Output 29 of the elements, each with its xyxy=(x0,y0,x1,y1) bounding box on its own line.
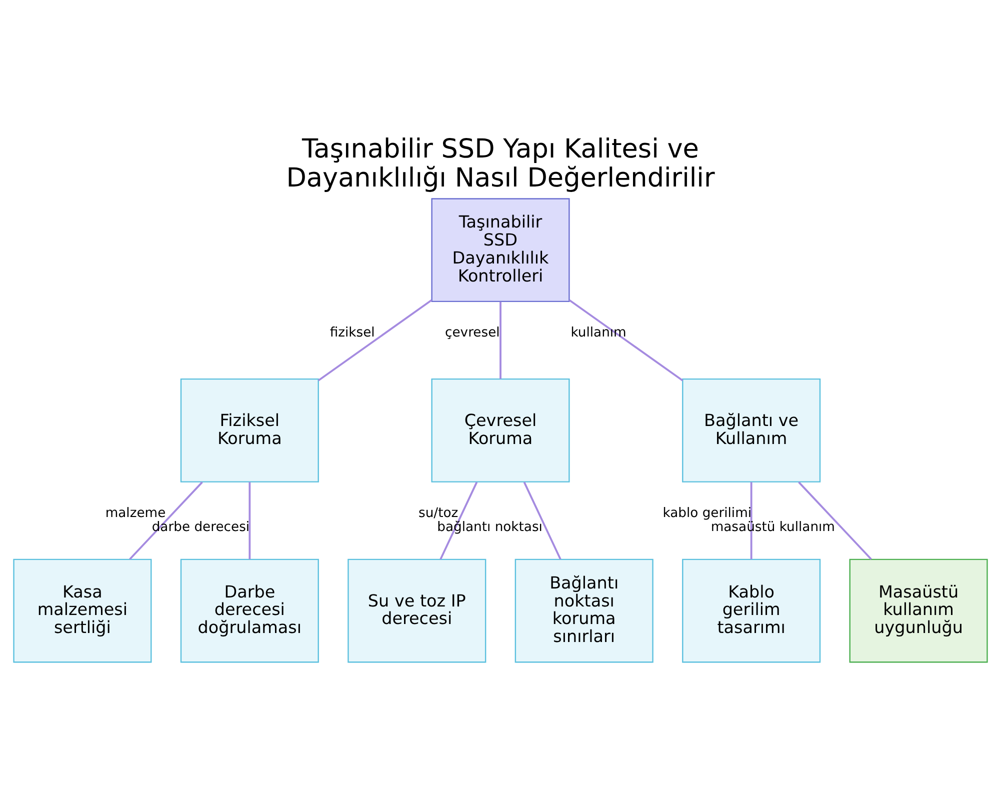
edge-label: kablo gerilimi xyxy=(662,505,752,520)
connector xyxy=(522,481,561,560)
edge-label: fiziksel xyxy=(329,325,374,340)
node-box: Bağlantı ve Kullanım xyxy=(682,378,820,482)
connector xyxy=(317,298,432,381)
node-box: Fiziksel Koruma xyxy=(180,378,318,482)
edge-label: malzeme xyxy=(104,505,166,520)
edge-label: bağlantı noktası xyxy=(436,520,542,535)
edge-label: kullanım xyxy=(570,325,626,340)
edge-label: masaüstü kullanım xyxy=(710,520,834,535)
edge-label: darbe derecesi xyxy=(151,520,250,535)
connector xyxy=(128,481,202,560)
diagram-title: Taşınabilir SSD Yapı Kalitesi ve Dayanıklılığı Nasıl Değerlendirilir xyxy=(286,134,714,193)
connector xyxy=(439,481,478,560)
node-box: Kablo gerilim tasarımı xyxy=(682,558,820,662)
node-box: Su ve toz IP derecesi xyxy=(347,558,486,662)
connector xyxy=(499,301,501,378)
node-box: Çevresel Koruma xyxy=(430,378,570,482)
node-box: Bağlantı noktası koruma sınırları xyxy=(514,558,653,662)
node-box: Kasa malzemesi sertliği xyxy=(12,558,152,662)
connector xyxy=(798,481,872,560)
edge-label: su/toz xyxy=(418,505,458,520)
connector xyxy=(248,482,250,559)
edge-label: çevresel xyxy=(444,325,500,340)
node-box: Masaüstü kullanım uygunluğu xyxy=(848,558,988,662)
connector xyxy=(750,482,752,559)
node-box: Taşınabilir SSD Dayanıklılık Kontrolleri xyxy=(430,198,570,302)
connector xyxy=(568,298,683,381)
node-box: Darbe derecesi doğrulaması xyxy=(180,558,318,662)
